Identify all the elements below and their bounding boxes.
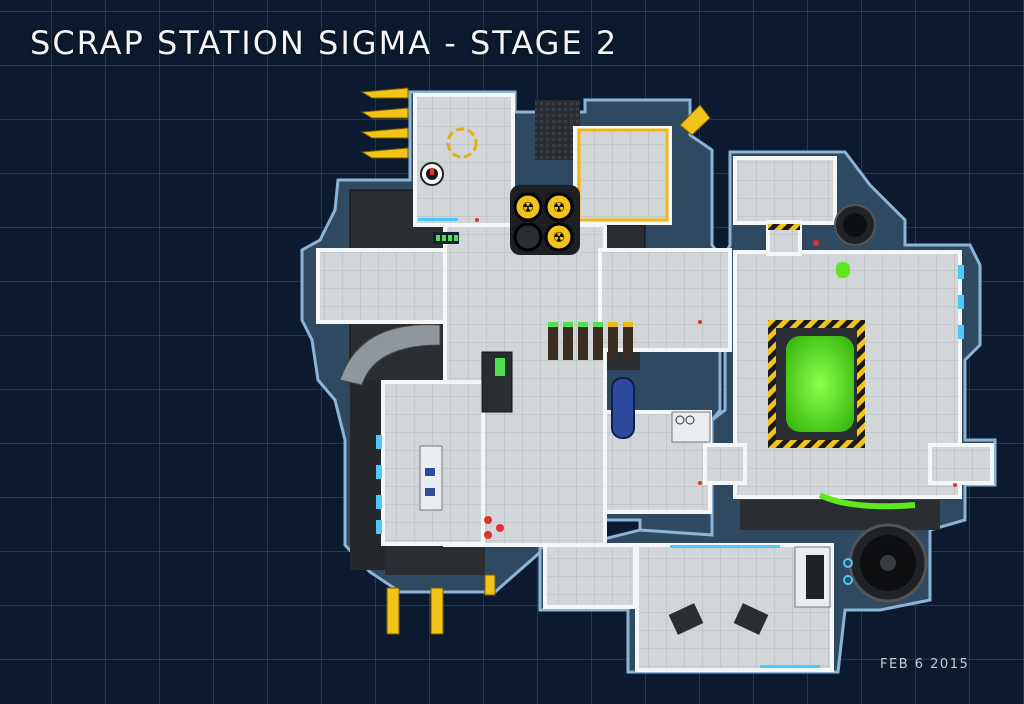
svg-text:☢: ☢ [553,230,566,246]
room-east-arm [928,443,994,485]
engine-turbine-ne [834,204,876,246]
reactor-cluster[interactable]: ☢ ☢ ☢ [510,185,580,255]
date-stamp: FEB 6 2015 [880,657,970,672]
landing-pad [446,127,478,159]
gauge-icon [420,162,444,186]
radiation-icon [544,192,574,222]
reactor-hatch-icon [513,222,543,252]
hazard-strip [768,224,800,230]
battery-bank [548,322,633,360]
engine-turbine [843,523,928,603]
airlock-door[interactable] [794,546,831,608]
room-top-hangar [413,93,515,227]
acid-pipe [818,492,916,510]
shield-emitters [376,218,964,668]
room-north-east-pod [733,156,837,225]
svg-text:☢: ☢ [522,200,535,216]
blue-tank [611,377,635,439]
alarm-lights [475,218,957,539]
green-console[interactable] [433,232,459,244]
acid-drip [836,262,850,278]
terminal[interactable] [481,351,513,413]
thruster-fins [360,87,711,635]
room-acid-tank[interactable] [768,320,865,448]
svg-text:☢: ☢ [553,200,566,216]
yellow-frame-outline [577,128,669,222]
lab-bench[interactable] [671,411,711,443]
radiation-icon [513,192,543,222]
page-title: SCRAP STATION SIGMA - STAGE 2 [30,24,619,62]
room-south-link [543,543,637,609]
room-yellow-frame [573,126,672,225]
cargo-crates [668,603,769,635]
room-east-link [703,443,747,485]
room-mid-corridor [598,248,732,352]
conference-table [419,445,443,511]
radiation-icon [544,222,574,252]
